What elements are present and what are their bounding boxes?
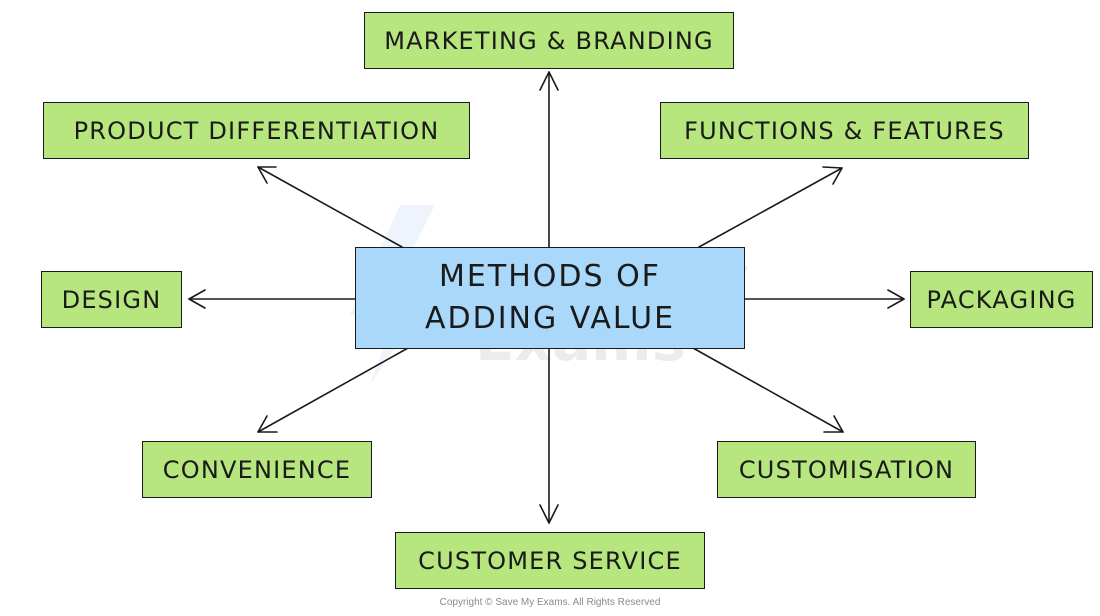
node-packaging: PACKAGING (910, 271, 1093, 328)
node-customer-service: CUSTOMER SERVICE (395, 532, 705, 589)
node-convenience: CONVENIENCE (142, 441, 372, 498)
arrow-to-marketing (539, 71, 559, 248)
node-product-differentiation: PRODUCT DIFFERENTIATION (43, 102, 470, 159)
central-node-line2: ADDING VALUE (424, 301, 676, 336)
node-design: DESIGN (41, 271, 182, 328)
node-convenience-label: CONVENIENCE (162, 455, 352, 484)
node-marketing-branding-label: MARKETING & BRANDING (384, 26, 714, 55)
arrow-to-customer-service (539, 347, 559, 524)
arrow-to-customisation (692, 347, 844, 433)
copyright-notice: Copyright © Save My Exams. All Rights Re… (439, 597, 661, 608)
node-packaging-label: PACKAGING (926, 285, 1077, 314)
central-node-line1: METHODS OF (439, 259, 661, 294)
node-functions-features: FUNCTIONS & FEATURES (660, 102, 1029, 159)
arrow-to-design (188, 289, 357, 309)
node-product-differentiation-label: PRODUCT DIFFERENTIATION (73, 116, 440, 145)
node-customisation-label: CUSTOMISATION (738, 455, 955, 484)
arrow-to-packaging (743, 289, 905, 309)
node-design-label: DESIGN (61, 285, 162, 314)
node-marketing-branding: MARKETING & BRANDING (364, 12, 734, 69)
node-functions-features-label: FUNCTIONS & FEATURES (684, 116, 1005, 145)
central-node-methods-of-adding-value: METHODS OF ADDING VALUE (355, 247, 745, 349)
arrow-to-functions-features (698, 166, 843, 248)
node-customer-service-label: CUSTOMER SERVICE (418, 546, 682, 575)
arrow-to-product-differentiation (257, 166, 403, 248)
node-customisation: CUSTOMISATION (717, 441, 976, 498)
arrow-to-convenience (257, 347, 409, 433)
